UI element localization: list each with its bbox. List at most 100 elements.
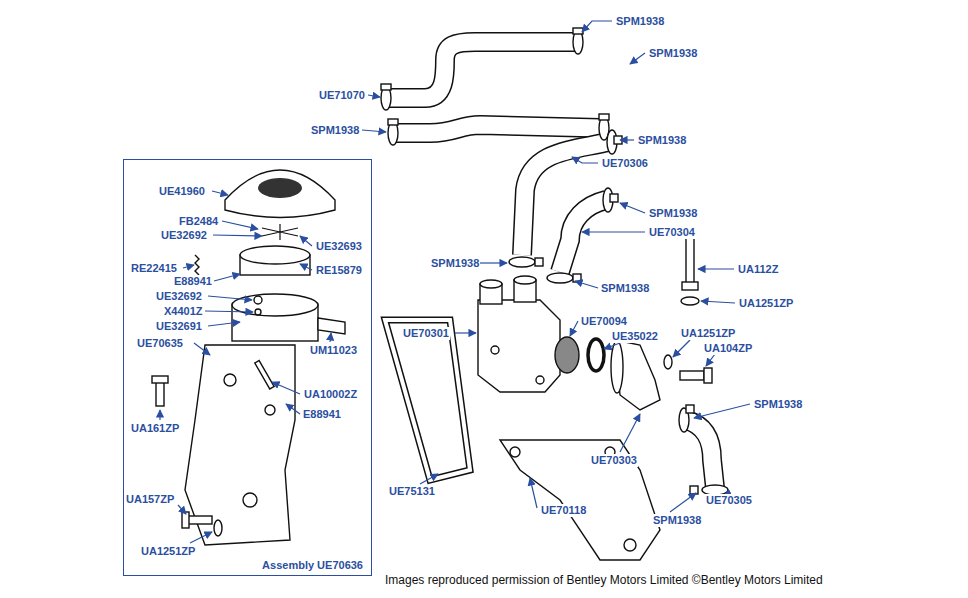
gasket	[385, 320, 470, 480]
leader-arrows	[582, 231, 645, 232]
part-number: UA1251ZP	[738, 297, 794, 310]
part-number: SPM1938	[753, 398, 803, 411]
part-number: UE32693	[315, 240, 363, 253]
part-number: UE70118	[540, 504, 587, 517]
leader-arrows	[630, 53, 645, 64]
water-pump-housing	[611, 341, 623, 393]
oil-filter-assembly	[262, 224, 298, 240]
part-number: RE22415	[130, 262, 178, 275]
leader-arrows	[701, 301, 735, 303]
water-pump-housing	[491, 346, 499, 354]
part-number: UE41960	[158, 185, 206, 198]
gasket	[385, 320, 470, 480]
water-pump-housing	[478, 300, 560, 392]
part-number: UE32691	[155, 320, 203, 333]
part-number: UE70301	[402, 327, 450, 340]
leader-arrows	[214, 274, 240, 281]
mounting-bracket	[500, 440, 660, 560]
water-pump-housing	[680, 371, 704, 380]
leader-arrows	[160, 21, 750, 543]
oil-filter-assembly	[195, 255, 199, 275]
assembly-label: Assembly UE70636	[262, 559, 363, 571]
leader-arrows	[698, 268, 734, 269]
water-pump-housing	[664, 355, 672, 369]
hose-clamps	[686, 405, 694, 413]
leader-arrows	[286, 404, 300, 414]
oil-filter-assembly	[258, 178, 302, 198]
mounting-bracket	[500, 440, 660, 560]
leader-arrows	[620, 203, 645, 213]
hoses	[686, 420, 715, 488]
hoses	[686, 420, 715, 488]
oil-filter-assembly	[240, 246, 310, 264]
oil-filter-assembly	[152, 376, 168, 383]
part-number: SPM1938	[648, 47, 698, 60]
leader-arrows	[604, 343, 620, 349]
water-pump-housing	[682, 282, 698, 290]
water-pump-housing	[480, 280, 502, 288]
oil-filter-assembly	[182, 512, 189, 528]
part-number: UA10002Z	[303, 388, 358, 401]
leader-arrows	[208, 322, 240, 326]
assembly-box: Assembly UE70636	[123, 159, 372, 576]
part-number: UE70303	[590, 454, 638, 467]
leader-arrows	[420, 474, 438, 484]
leader-arrows	[480, 262, 507, 263]
part-number: SPM1938	[637, 134, 687, 147]
hoses	[388, 42, 575, 98]
part-number: UA112Z	[737, 263, 779, 276]
part-number: UE70094	[580, 315, 628, 328]
part-number: UA161ZP	[130, 422, 180, 435]
part-number: UE70304	[648, 226, 696, 239]
part-number: UE70305	[705, 494, 753, 507]
oil-filter-assembly	[255, 361, 274, 389]
hose-clamps	[610, 194, 618, 202]
leader-arrows	[272, 382, 300, 394]
hose-clamps	[573, 28, 583, 34]
oil-filter-assembly	[185, 345, 295, 545]
part-number: SPM1938	[600, 282, 650, 295]
part-number: UE32692	[155, 290, 203, 303]
water-pump-housing	[686, 238, 694, 284]
hose-clamps	[547, 273, 573, 283]
hose-clamps	[381, 84, 391, 90]
water-pump-housing	[704, 368, 712, 383]
leader-arrows	[159, 410, 160, 420]
part-number: E88941	[173, 275, 213, 288]
hoses	[395, 125, 600, 133]
water-pump-housing	[478, 238, 712, 410]
leader-arrows	[213, 235, 262, 236]
hose-clamps	[690, 486, 698, 494]
hose-clamps	[535, 258, 543, 266]
leader-arrows	[582, 21, 612, 32]
leader-arrows	[178, 505, 186, 514]
hoses	[560, 200, 606, 272]
oil-filter-assembly	[188, 516, 212, 524]
oil-filter-assembly	[232, 294, 318, 316]
leader-arrows	[222, 221, 258, 229]
water-pump-housing	[555, 337, 579, 373]
water-pump-housing	[681, 297, 699, 305]
leader-arrows	[183, 265, 194, 268]
part-number: UE75131	[388, 485, 436, 498]
part-number: SPM1938	[615, 15, 665, 28]
water-pump-housing	[514, 276, 536, 284]
leader-arrows	[673, 340, 690, 357]
part-number: UA1251ZP	[680, 327, 736, 340]
hose-clamps	[381, 28, 728, 495]
leader-arrows	[205, 311, 253, 312]
hose-clamps	[388, 119, 398, 125]
part-number: E88941	[302, 408, 342, 421]
oil-filter-assembly	[225, 170, 335, 218]
part-number: SPM1938	[648, 207, 698, 220]
leader-arrows	[190, 532, 212, 543]
hose-clamps	[573, 274, 581, 282]
hoses	[395, 125, 600, 133]
leader-arrows	[570, 321, 578, 336]
leader-arrows	[330, 333, 331, 342]
oil-filter-assembly	[243, 493, 257, 507]
leader-arrows	[194, 343, 210, 355]
oil-filter-assembly	[224, 374, 236, 386]
